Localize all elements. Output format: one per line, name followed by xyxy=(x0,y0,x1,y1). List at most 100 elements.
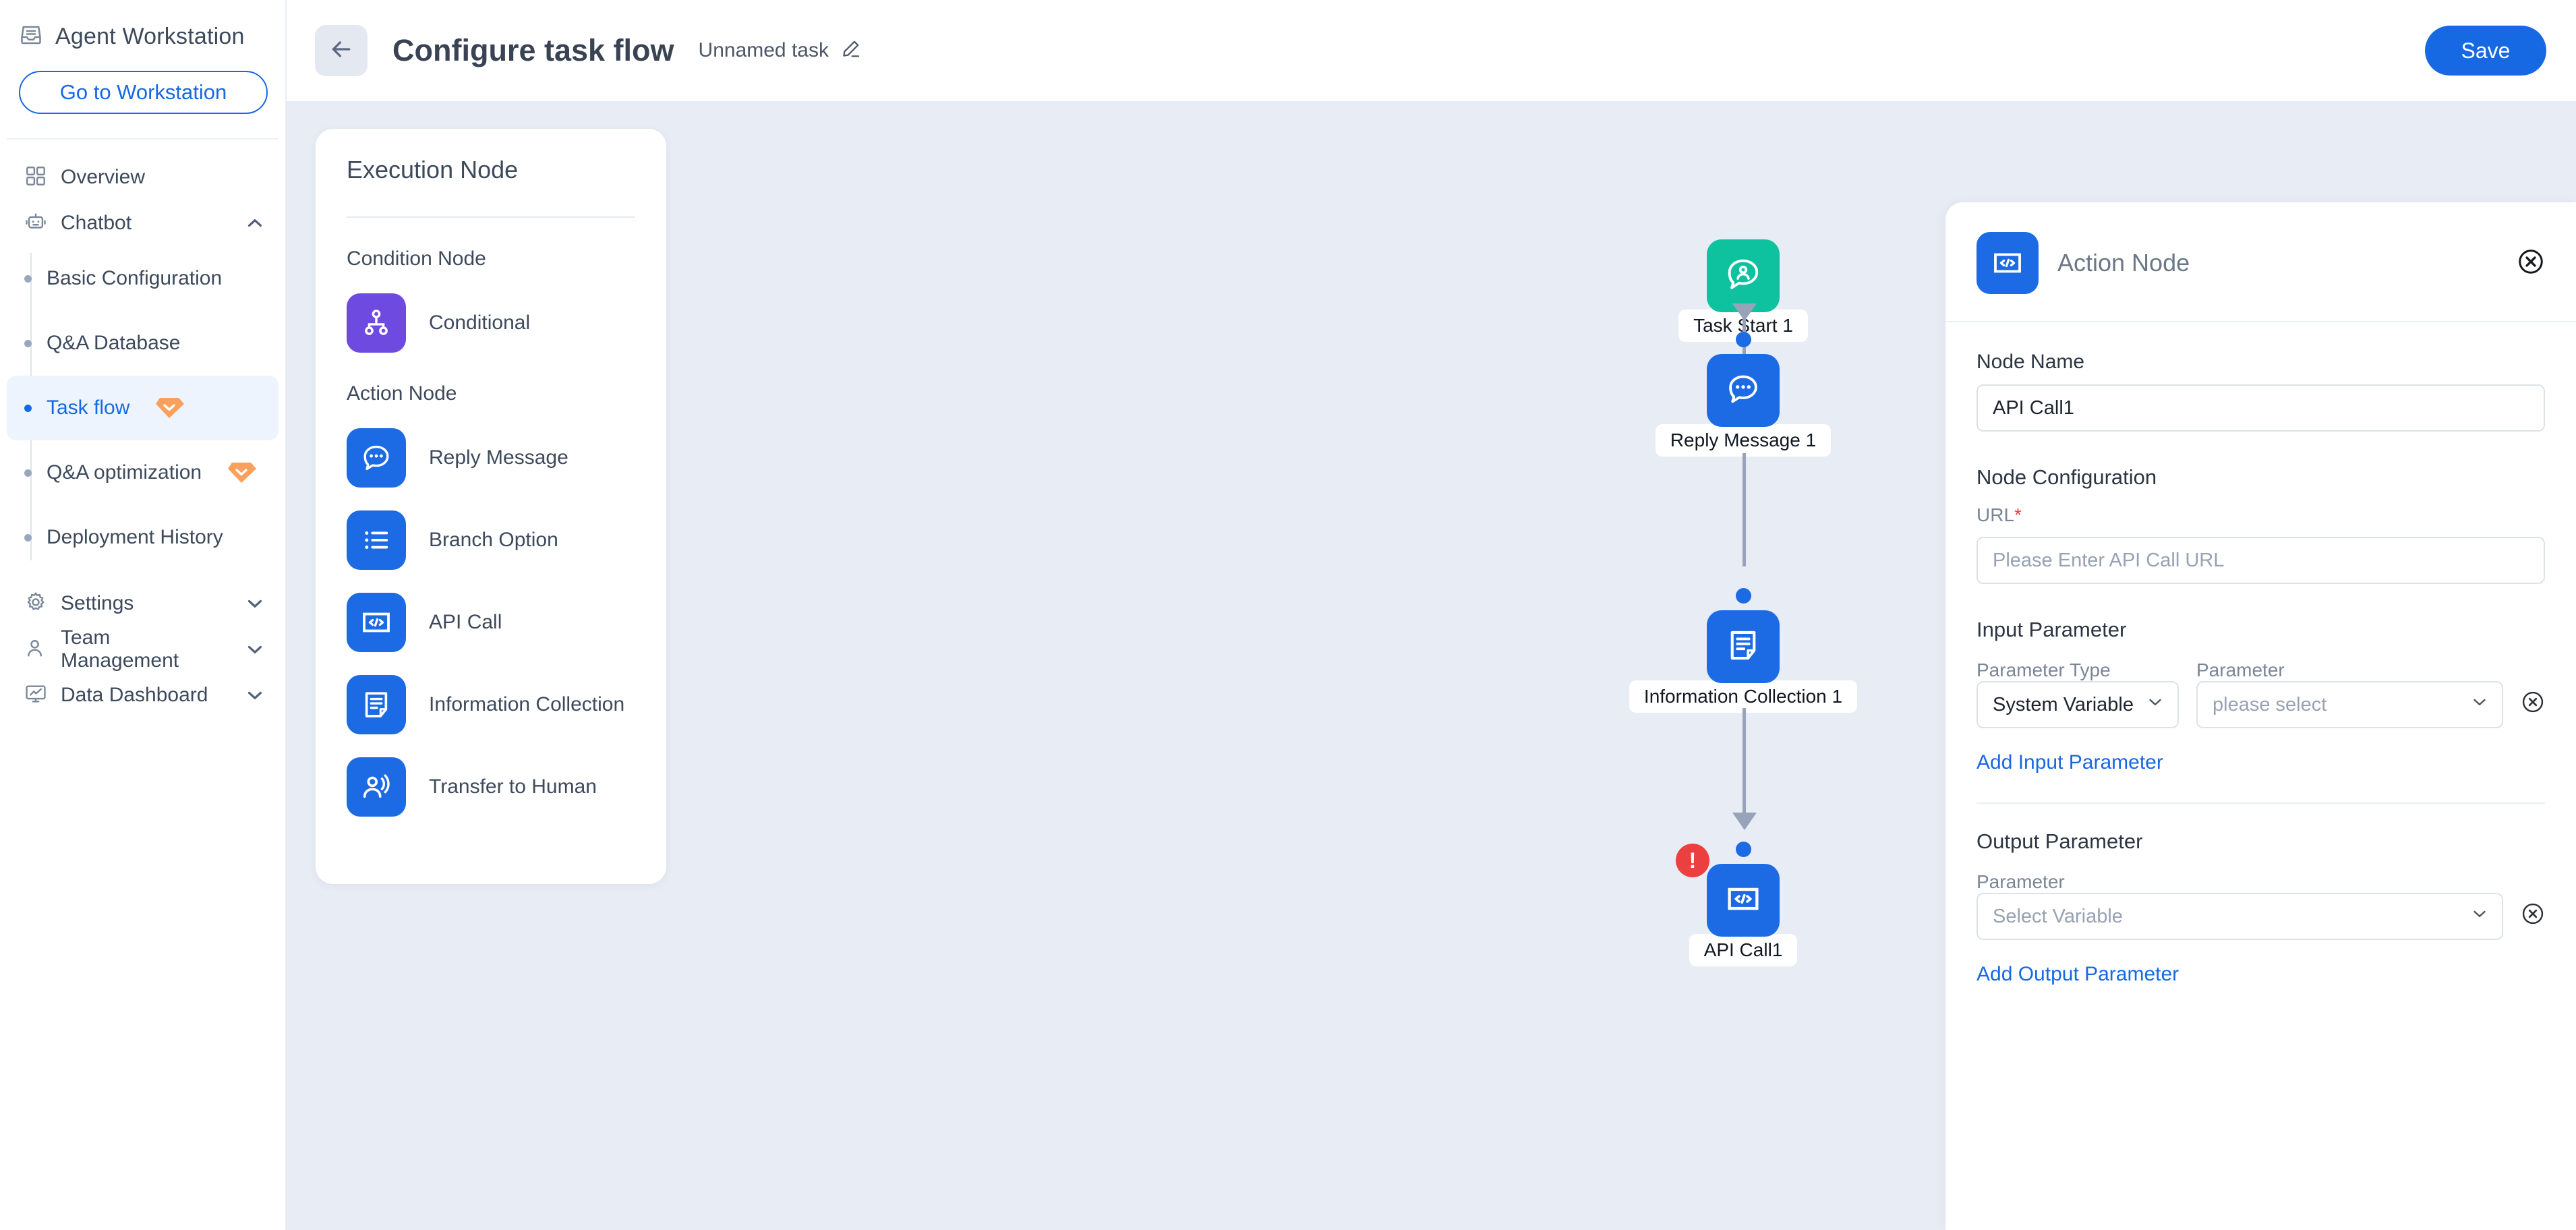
bullet-icon xyxy=(24,339,32,347)
sidebar-item-team-management[interactable]: Team Management xyxy=(0,626,285,672)
node-icon-tile[interactable] xyxy=(1707,354,1780,427)
sidebar-item-chatbot[interactable]: Chatbot xyxy=(0,200,285,246)
chat-bubble-icon xyxy=(347,428,406,488)
chevron-down-icon[interactable] xyxy=(243,638,266,661)
arrow-left-icon xyxy=(328,36,355,66)
chatbot-subnav: Basic Configuration Q&A Database Task fl… xyxy=(0,246,285,570)
sidebar-item-label: Deployment History xyxy=(47,526,223,548)
output-parameter-label: Parameter xyxy=(1977,871,2065,892)
chevron-down-icon xyxy=(2469,692,2490,718)
delete-output-parameter-button[interactable] xyxy=(2521,902,2545,929)
node-input-port[interactable] xyxy=(1735,842,1751,857)
flow-node-api-call1[interactable]: ! API Call1 xyxy=(1554,842,1932,966)
brand-label: Agent Workstation xyxy=(55,24,245,49)
sidebar-item-deployment-history[interactable]: Deployment History xyxy=(7,505,279,570)
sidebar-item-settings[interactable]: Settings xyxy=(0,581,285,626)
url-input[interactable]: Please Enter API Call URL xyxy=(1977,537,2545,584)
sidebar-item-label: Team Management xyxy=(61,626,179,672)
palette-title: Execution Node xyxy=(347,156,519,183)
sidebar-divider xyxy=(7,138,279,140)
palette-item-label: Branch Option xyxy=(429,529,558,551)
node-icon-tile[interactable] xyxy=(1707,239,1780,312)
bullet-icon xyxy=(24,274,32,283)
sidebar-item-label: Settings xyxy=(61,592,134,614)
sidebar-item-label: Overview xyxy=(61,166,146,188)
gear-icon xyxy=(24,591,47,617)
agent-transfer-icon xyxy=(347,757,406,817)
parameter-type-group: Parameter Type System Variable xyxy=(1977,660,2179,728)
palette-group-title: Condition Node xyxy=(347,247,486,270)
code-icon xyxy=(1726,881,1761,920)
palette-divider xyxy=(347,216,635,218)
output-parameter-value: Select Variable xyxy=(1993,905,2123,927)
go-to-workstation-button[interactable]: Go to Workstation xyxy=(19,71,268,114)
chevron-down-icon[interactable] xyxy=(243,684,266,707)
flow-graph: Task Start 1 Reply Message 1 xyxy=(1554,101,1932,1230)
palette-item-label: API Call xyxy=(429,611,502,633)
palette-group-title: Action Node xyxy=(347,382,457,405)
node-icon-tile[interactable]: ! xyxy=(1676,844,1780,937)
sidebar-item-overview[interactable]: Overview xyxy=(0,154,285,200)
save-button[interactable]: Save xyxy=(2425,26,2546,76)
brand: Agent Workstation xyxy=(0,0,285,51)
user-chat-icon xyxy=(1724,255,1763,297)
add-input-parameter-link[interactable]: Add Input Parameter xyxy=(1977,751,2163,773)
flow-canvas[interactable]: Execution Node Condition Node Conditiona… xyxy=(287,101,2576,1230)
node-palette: Execution Node Condition Node Conditiona… xyxy=(316,129,666,884)
sidebar-item-task-flow[interactable]: Task flow xyxy=(7,376,279,440)
add-output-parameter-link[interactable]: Add Output Parameter xyxy=(1977,963,2179,985)
people-icon xyxy=(24,637,47,663)
sidebar: Agent Workstation Go to Workstation Over… xyxy=(0,0,287,1230)
bullet-icon xyxy=(24,533,32,541)
flow-edge-arrow xyxy=(1732,303,1757,321)
palette-item-conditional[interactable]: Conditional xyxy=(347,293,635,353)
error-badge[interactable]: ! xyxy=(1676,844,1709,877)
parameter-select[interactable]: please select xyxy=(2196,681,2503,728)
list-icon xyxy=(347,510,406,570)
palette-item-label: Transfer to Human xyxy=(429,775,597,798)
node-input-port[interactable] xyxy=(1735,588,1751,604)
node-icon-tile[interactable] xyxy=(1707,610,1780,683)
flow-node-reply-message-1[interactable]: Reply Message 1 xyxy=(1554,332,1932,457)
palette-item-information-collection[interactable]: Information Collection xyxy=(347,675,635,734)
palette-item-label: Conditional xyxy=(429,312,531,334)
palette-item-transfer-to-human[interactable]: Transfer to Human xyxy=(347,757,635,817)
palette-item-reply-message[interactable]: Reply Message xyxy=(347,428,635,488)
back-button[interactable] xyxy=(315,25,368,76)
parameter-type-select[interactable]: System Variable xyxy=(1977,681,2179,728)
sidebar-item-basic-configuration[interactable]: Basic Configuration xyxy=(7,246,279,311)
sidebar-item-qa-database[interactable]: Q&A Database xyxy=(7,311,279,376)
chart-monitor-icon xyxy=(24,682,47,709)
sidebar-nav: Overview Chatbot Basic Configuration Q&A… xyxy=(0,154,285,718)
chevron-up-icon[interactable] xyxy=(243,212,266,235)
sidebar-item-data-dashboard[interactable]: Data Dashboard xyxy=(0,672,285,718)
delete-input-parameter-button[interactable] xyxy=(2521,690,2545,718)
chevron-down-icon xyxy=(2469,904,2490,929)
page-title: Configure task flow xyxy=(392,33,674,67)
node-name-input[interactable]: API Call1 xyxy=(1977,384,2545,432)
required-asterisk: * xyxy=(2014,504,2022,525)
sidebar-item-label: Q&A Database xyxy=(47,332,181,354)
parameter-type-label: Parameter Type xyxy=(1977,660,2111,680)
gem-icon xyxy=(226,461,257,484)
palette-item-branch-option[interactable]: Branch Option xyxy=(347,510,635,570)
node-label: Reply Message 1 xyxy=(1655,424,1832,457)
node-label: API Call1 xyxy=(1689,934,1798,966)
pencil-icon[interactable] xyxy=(840,38,861,63)
node-configuration-label: Node Configuration xyxy=(1977,465,2157,489)
node-input-port[interactable] xyxy=(1735,332,1751,347)
main-region: Configure task flow Unnamed task Save Ex… xyxy=(287,0,2576,1230)
chevron-down-icon[interactable] xyxy=(243,592,266,615)
code-icon xyxy=(347,593,406,652)
sidebar-item-label: Q&A optimization xyxy=(47,461,202,484)
palette-item-api-call[interactable]: API Call xyxy=(347,593,635,652)
close-circle-icon[interactable] xyxy=(2517,247,2545,279)
output-parameter-section-title: Output Parameter xyxy=(1977,829,2143,853)
panel-section-divider xyxy=(1977,802,2545,804)
flow-node-information-collection-1[interactable]: Information Collection 1 xyxy=(1554,588,1932,713)
parameter-value: please select xyxy=(2213,693,2327,715)
sidebar-item-label: Data Dashboard xyxy=(61,684,208,706)
output-parameter-select[interactable]: Select Variable xyxy=(1977,893,2503,940)
node-properties-panel: Action Node Node Name API Call1 Node Con… xyxy=(1945,202,2576,1230)
sidebar-item-qa-optimization[interactable]: Q&A optimization xyxy=(7,440,279,505)
